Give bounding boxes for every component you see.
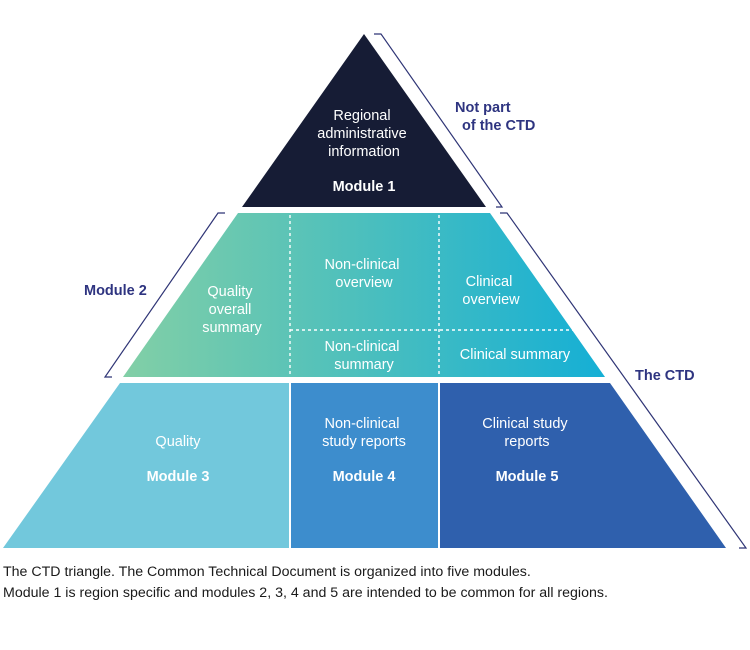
module-1-triangle <box>242 34 486 207</box>
quality-overall-summary-label: Quality overall summary <box>202 284 262 336</box>
module-2-trapezoid <box>123 213 605 377</box>
nonclinical-summary-label: Non-clinical summary <box>325 339 404 373</box>
nonclinical-overview-label: Non-clinical overview <box>325 257 404 291</box>
ctd-pyramid-diagram: Regional administrative information Modu… <box>3 33 748 549</box>
module-2-dividers <box>289 215 573 377</box>
the-ctd-annotation: The CTD <box>635 368 695 384</box>
module-2-annotation: Module 2 <box>84 283 147 299</box>
clinical-summary-label: Clinical summary <box>460 347 571 363</box>
module-3-description: Quality <box>155 434 201 450</box>
module-2-bracket <box>103 212 225 378</box>
module-5-description: Clinical study reports <box>482 416 571 450</box>
not-part-bracket <box>374 33 504 208</box>
clinical-overview-label: Clinical overview <box>462 274 520 308</box>
module-3-label: Module 3 <box>147 469 210 485</box>
module-4-description: Non-clinical study reports <box>322 416 406 450</box>
the-ctd-bracket <box>500 212 748 549</box>
module-1-description: Regional administrative information <box>317 108 410 160</box>
module-4-label: Module 4 <box>333 469 396 485</box>
module-1-label: Module 1 <box>333 179 396 195</box>
module-3-section <box>3 383 290 548</box>
figure-caption: The CTD triangle. The Common Technical D… <box>3 562 747 604</box>
caption-line-1: The CTD triangle. The Common Technical D… <box>3 564 531 580</box>
module-4-section <box>290 383 439 548</box>
brackets <box>103 33 748 549</box>
bottom-dividers <box>289 383 440 548</box>
module-5-section <box>439 383 726 548</box>
caption-line-2: Module 1 is region specific and modules … <box>3 585 608 601</box>
module-5-label: Module 5 <box>496 469 559 485</box>
not-part-of-ctd-annotation: Not part of the CTD <box>455 100 535 134</box>
